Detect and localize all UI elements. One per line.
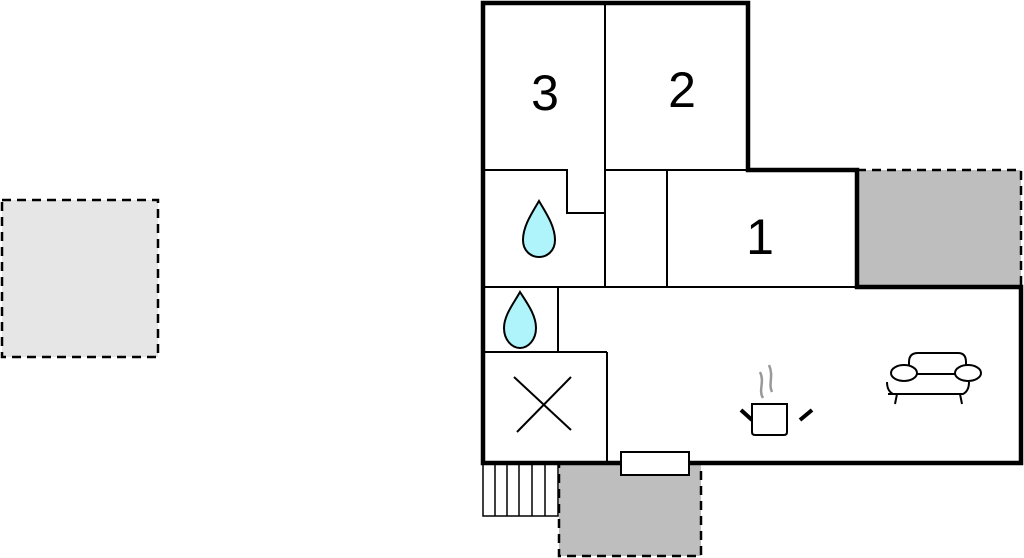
- room-label-2: 2: [668, 62, 696, 118]
- water-drop-icon: [521, 199, 557, 259]
- interior-walls: [483, 3, 857, 463]
- water-drop-icon: [502, 290, 538, 350]
- stairs-icon: [482, 462, 559, 517]
- cooking-pot-icon: [739, 364, 814, 436]
- toilet-cross-icon: [513, 376, 572, 433]
- terrace-south: [557, 461, 703, 558]
- window-icon: [620, 451, 690, 476]
- room-label-3: 3: [531, 65, 559, 121]
- outbuilding: [0, 198, 160, 359]
- terrace-east: [855, 168, 1023, 289]
- house-floor: [483, 3, 1021, 463]
- sofa-icon: [886, 352, 982, 405]
- room-label-1: 1: [746, 209, 774, 265]
